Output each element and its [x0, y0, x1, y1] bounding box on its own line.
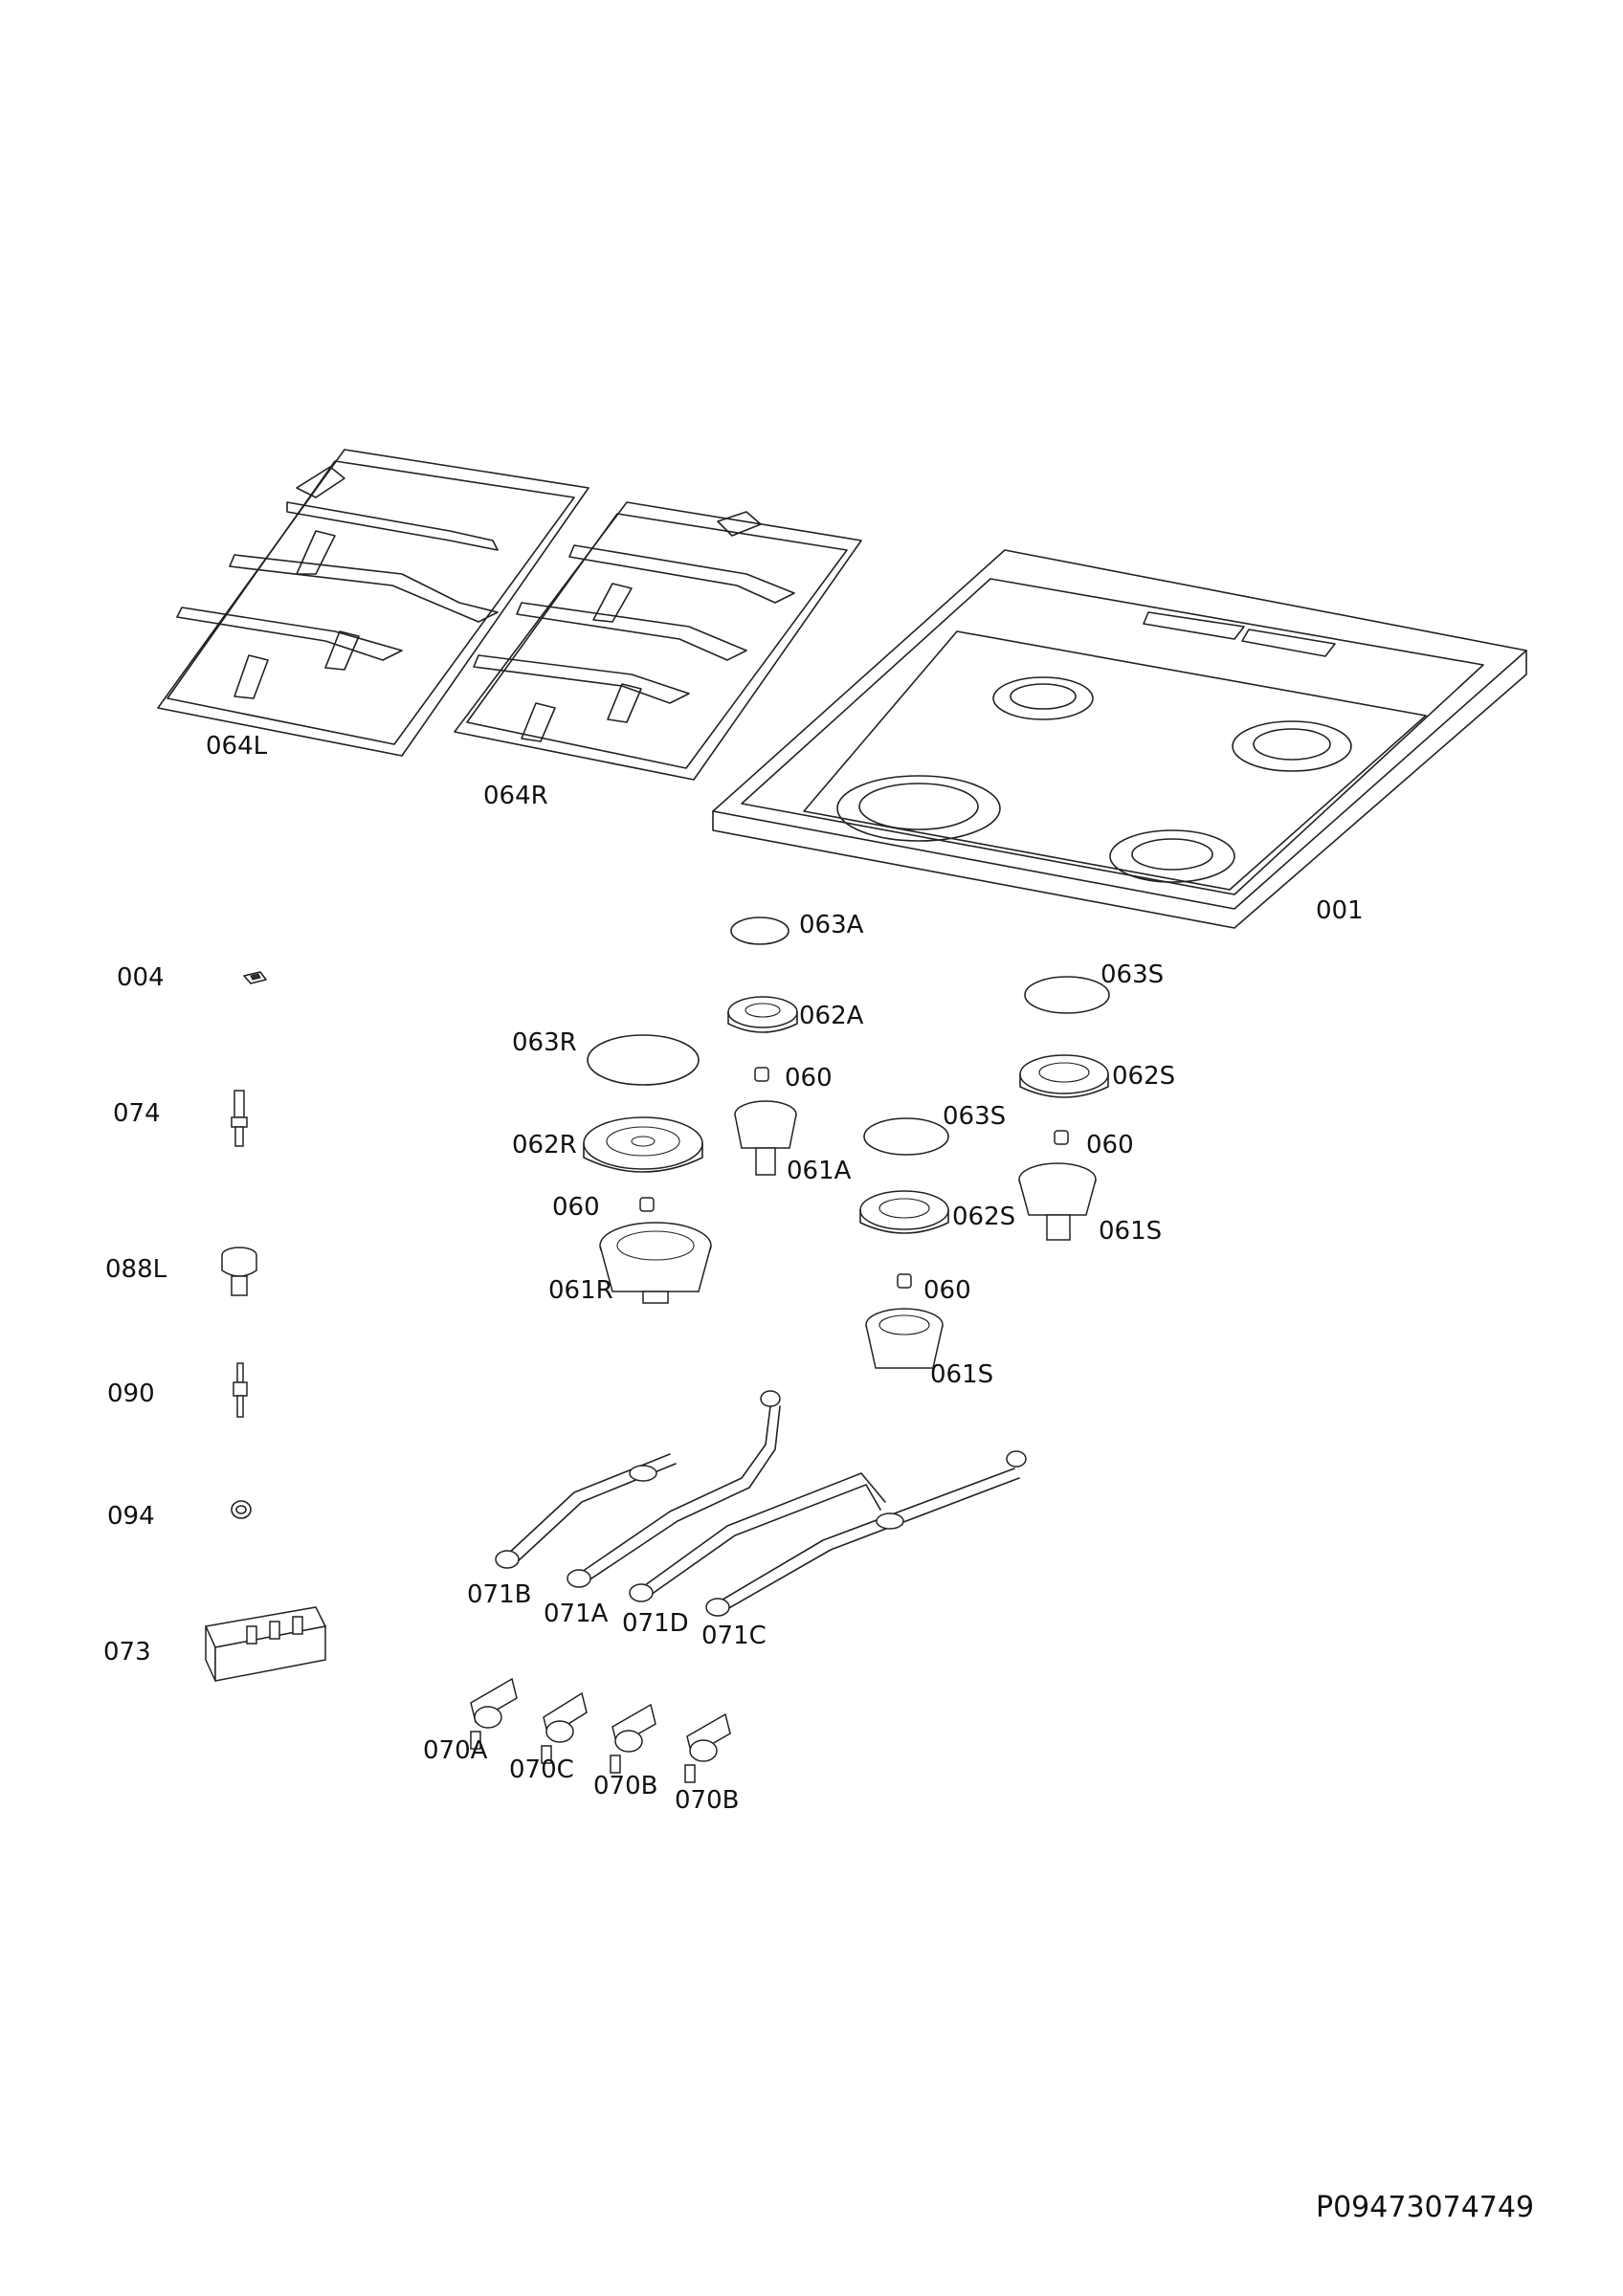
label-070A: 070A: [423, 1736, 488, 1765]
label-063S-middle: 063S: [943, 1102, 1006, 1131]
burner-crown-062S-right: [1019, 1054, 1109, 1098]
label-071B: 071B: [467, 1580, 531, 1609]
label-094: 094: [107, 1502, 155, 1531]
washer-094: [231, 1500, 252, 1519]
gas-pipe-071C: [705, 1390, 1027, 1617]
burner-crown-062S-middle: [859, 1190, 949, 1234]
label-064L: 064L: [206, 732, 268, 761]
injector-060-a: [754, 1067, 769, 1082]
ignition-generator-073: [204, 1606, 327, 1682]
label-071A: 071A: [544, 1600, 609, 1628]
burner-cap-063S-middle: [863, 1117, 949, 1156]
burner-crown-062A: [727, 996, 798, 1033]
label-071C: 071C: [701, 1622, 767, 1650]
injector-060-b: [639, 1197, 655, 1212]
burner-cap-063R: [587, 1034, 700, 1086]
label-004: 004: [117, 963, 165, 992]
label-090: 090: [107, 1380, 155, 1408]
label-070C: 070C: [509, 1755, 574, 1784]
burner-base-061S-middle: [865, 1308, 944, 1369]
label-070B-left: 070B: [593, 1772, 657, 1800]
label-061A: 061A: [787, 1157, 852, 1185]
injector-060-d: [897, 1273, 912, 1289]
thermocouple-074: [231, 1090, 248, 1147]
label-088L: 088L: [105, 1255, 167, 1284]
clip-part-004: [243, 971, 267, 984]
gas-tap-070B-right: [684, 1712, 731, 1783]
injector-060-c: [1054, 1130, 1069, 1145]
gas-tap-070A: [470, 1677, 518, 1750]
gas-tap-070B-left: [610, 1703, 656, 1774]
label-062S-right: 062S: [1112, 1062, 1175, 1091]
burner-base-061R: [599, 1222, 712, 1304]
gas-pipe-071A: [567, 1405, 781, 1588]
label-060-b: 060: [552, 1193, 600, 1222]
label-064R: 064R: [483, 782, 548, 810]
gas-pipe-071D: [629, 1472, 886, 1602]
control-knob-088L: [221, 1247, 257, 1296]
label-060-c: 060: [1086, 1131, 1134, 1159]
burner-base-061A: [734, 1100, 797, 1176]
label-062S-middle: 062S: [952, 1203, 1015, 1231]
burner-cap-063A: [730, 916, 789, 945]
drawing-code: P09473074749: [1316, 2191, 1534, 2224]
label-060-a: 060: [785, 1064, 833, 1093]
pan-support-left: [157, 449, 589, 757]
burner-crown-062R: [583, 1116, 703, 1173]
burner-cap-063S-right: [1024, 976, 1110, 1014]
ignition-electrode-090: [233, 1362, 248, 1418]
label-061S-right: 061S: [1099, 1217, 1162, 1246]
label-001: 001: [1316, 896, 1364, 925]
pan-support-right: [454, 501, 862, 781]
label-071D: 071D: [622, 1609, 689, 1638]
label-063S-right: 063S: [1101, 960, 1164, 989]
label-061S-middle: 061S: [930, 1360, 993, 1389]
label-073: 073: [103, 1638, 151, 1667]
label-063A: 063A: [799, 911, 864, 939]
burner-base-061S-right: [1018, 1162, 1097, 1241]
label-060-d: 060: [923, 1276, 971, 1305]
label-062R: 062R: [512, 1131, 577, 1159]
label-063R: 063R: [512, 1028, 577, 1057]
hob-top-plate: [712, 549, 1527, 929]
label-074: 074: [113, 1099, 161, 1128]
label-062A: 062A: [799, 1002, 864, 1030]
gas-tap-070C: [541, 1691, 588, 1764]
label-061R: 061R: [548, 1276, 613, 1305]
label-070B-right: 070B: [675, 1786, 739, 1815]
